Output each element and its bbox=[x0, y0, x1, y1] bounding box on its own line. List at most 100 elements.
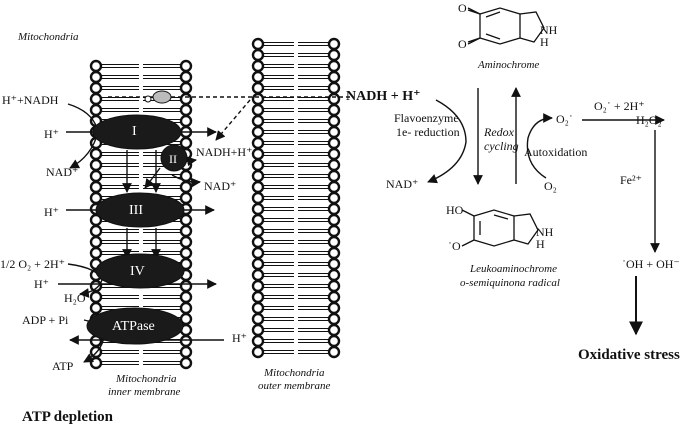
inner-membrane-head bbox=[179, 136, 193, 150]
outer-membrane-head bbox=[251, 312, 265, 326]
inner-membrane-head bbox=[179, 224, 193, 238]
flavoenzyme-label-1: Flavoenzyme bbox=[394, 111, 459, 125]
leuko-label-1: Leukoaminochrome bbox=[470, 263, 557, 275]
superoxide-2h-label: O₂˙ + 2H⁺ bbox=[594, 99, 645, 113]
outer-membrane-head bbox=[327, 257, 341, 271]
superoxide-label: O₂˙ bbox=[556, 112, 573, 126]
outer-membrane-head bbox=[251, 257, 265, 271]
oxidative-stress-label: Oxidative stress bbox=[578, 347, 680, 363]
outer-membrane-head bbox=[327, 59, 341, 73]
outer-membrane-head bbox=[327, 202, 341, 216]
inner-membrane-head bbox=[89, 59, 103, 73]
outer-membrane-head bbox=[251, 136, 265, 150]
outer-membrane-head bbox=[251, 268, 265, 282]
h-plus-atpase: H⁺ bbox=[232, 331, 247, 345]
adp-pi-label: ADP + Pi bbox=[22, 313, 69, 327]
nadh-h-main: NADH + H⁺ bbox=[346, 89, 421, 104]
inner-membrane-head bbox=[179, 290, 193, 304]
nad-c1: NAD⁺ bbox=[46, 165, 79, 179]
complex-ii-label: II bbox=[169, 152, 177, 166]
half-o2-label: 1/2 O₂ + 2H⁺ bbox=[0, 257, 65, 271]
complex-iv-shape bbox=[95, 253, 185, 289]
outer-membrane-head bbox=[251, 334, 265, 348]
inner-membrane-head bbox=[179, 81, 193, 95]
inner-membrane-head bbox=[89, 180, 103, 194]
aminochrome-structure bbox=[467, 7, 545, 45]
outer-membrane-head bbox=[251, 169, 265, 183]
outer-membrane-head bbox=[327, 147, 341, 161]
h2o-label: H₂O bbox=[64, 291, 86, 305]
outer-membrane-head bbox=[327, 224, 341, 238]
outer-membrane-head bbox=[251, 235, 265, 249]
inner-membrane-head bbox=[179, 114, 193, 128]
outer-membrane-head bbox=[251, 301, 265, 315]
inner-membrane-head bbox=[89, 81, 103, 95]
inner-membrane-head bbox=[179, 301, 193, 315]
leuko-nh: NH bbox=[536, 225, 554, 239]
nadh-h-inner: NADH+H⁺ bbox=[196, 145, 253, 159]
outer-membrane-head bbox=[251, 114, 265, 128]
inner-membrane-head bbox=[89, 147, 103, 161]
inner-membrane-head bbox=[179, 59, 193, 73]
h-plus-c1: H⁺ bbox=[44, 127, 59, 141]
outer-membrane-head bbox=[327, 114, 341, 128]
outer-membrane-head bbox=[251, 191, 265, 205]
autoxidation-label: Autoxidation bbox=[524, 145, 588, 159]
inner-membrane-head bbox=[89, 356, 103, 370]
inner-membrane-head bbox=[89, 235, 103, 249]
aminochrome-h: H bbox=[540, 35, 549, 49]
outer-membrane-head bbox=[327, 312, 341, 326]
atpase-label: ATPase bbox=[112, 319, 155, 334]
complex-iv-label: IV bbox=[130, 264, 145, 279]
aminochrome-o-1: O bbox=[458, 1, 467, 15]
flavoenzyme-label-2: 1e- reduction bbox=[396, 125, 460, 139]
outer-membrane-head bbox=[251, 70, 265, 84]
aminochrome-nh: NH bbox=[540, 23, 558, 37]
outer-membrane-head bbox=[327, 169, 341, 183]
o2-curve-right bbox=[526, 113, 553, 179]
inner-membrane-head bbox=[89, 70, 103, 84]
leuko-o-radical: ˙O bbox=[448, 239, 461, 253]
inner-membrane-head bbox=[89, 246, 103, 260]
complex-i-shape bbox=[92, 114, 182, 150]
leuko-label-2: o-semiquinona radical bbox=[460, 277, 560, 289]
atpase-shape bbox=[86, 307, 184, 345]
complex-iii-label: III bbox=[129, 203, 143, 218]
mitochondria-title: Mitochondria bbox=[18, 31, 79, 43]
redox-label-1: Redox bbox=[484, 125, 514, 139]
leukoaminochrome-structure bbox=[461, 209, 539, 247]
complex-i-label: I bbox=[132, 124, 137, 139]
outer-membrane-head bbox=[251, 92, 265, 106]
outer-membrane-label-2: outer membrane bbox=[258, 380, 331, 392]
inner-membrane-head bbox=[89, 224, 103, 238]
o2-label: O₂ bbox=[544, 179, 557, 193]
nad-right: NAD⁺ bbox=[386, 177, 419, 191]
outer-membrane-head bbox=[251, 48, 265, 62]
outer-membrane-head bbox=[251, 279, 265, 293]
oh-products-label: ˙OH + OH⁻ bbox=[622, 257, 680, 271]
outer-membrane-head bbox=[251, 59, 265, 73]
inner-membrane-head bbox=[179, 191, 193, 205]
outer-membrane-head bbox=[251, 246, 265, 260]
outer-membrane-head bbox=[251, 81, 265, 95]
outer-membrane-head bbox=[327, 48, 341, 62]
aminochrome-o-2: O bbox=[458, 37, 467, 51]
c2-down-arrow bbox=[144, 167, 161, 189]
outer-membrane-head bbox=[251, 158, 265, 172]
outer-membrane-head bbox=[327, 323, 341, 337]
complex-iii-shape bbox=[95, 192, 185, 228]
inner-membrane-label-1: Mitochondria bbox=[116, 373, 177, 385]
outer-membrane-head bbox=[251, 224, 265, 238]
inner-membrane-head bbox=[89, 169, 103, 183]
outer-membrane-head bbox=[251, 213, 265, 227]
inner-membrane-head bbox=[179, 246, 193, 260]
outer-membrane-head bbox=[327, 268, 341, 282]
outer-membrane-head bbox=[327, 290, 341, 304]
outer-membrane-head bbox=[251, 147, 265, 161]
outer-membrane-head bbox=[327, 235, 341, 249]
outer-membrane-bilayer bbox=[251, 37, 341, 359]
inner-membrane-head bbox=[179, 235, 193, 249]
outer-membrane-head bbox=[327, 81, 341, 95]
outer-membrane-head bbox=[251, 103, 265, 117]
